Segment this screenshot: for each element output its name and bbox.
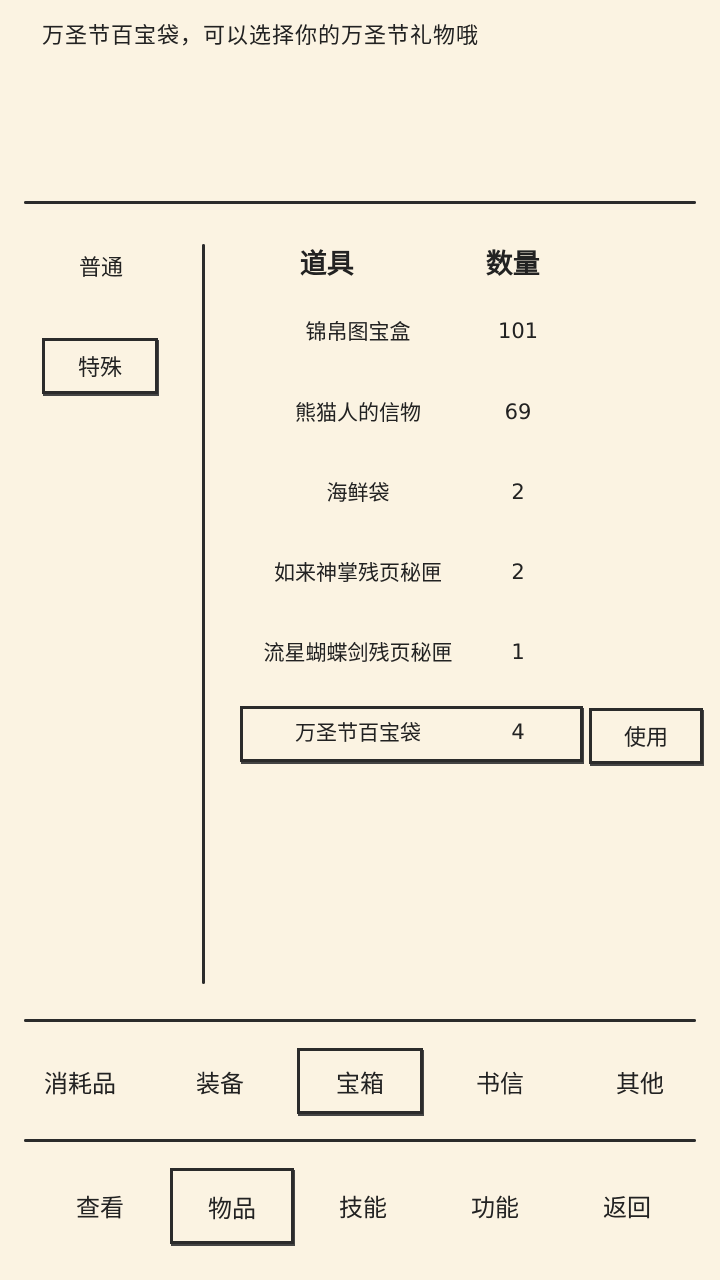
item-description: 万圣节百宝袋，可以选择你的万圣节礼物哦 [42,24,480,49]
item-quantity: 1 [511,640,525,664]
tab-letters[interactable]: 书信 [476,1069,524,1098]
category-normal[interactable]: 普通 [78,256,123,281]
item-name: 海鲜袋 [326,481,390,505]
use-button[interactable]: 使用 [589,708,703,764]
vertical-divider [202,244,205,984]
item-quantity: 101 [497,319,539,343]
item-name: 流星蝴蝶剑残页秘匣 [263,641,453,665]
nav-back[interactable]: 返回 [603,1193,651,1222]
item-name: 如来神掌残页秘匣 [274,561,442,585]
tab-treasure-chest[interactable]: 宝箱 [297,1048,423,1114]
tab-consumables[interactable]: 消耗品 [44,1069,116,1098]
nav-items[interactable]: 物品 [170,1168,294,1244]
item-name: 熊猫人的信物 [295,401,421,425]
item-name: 锦帛图宝盒 [305,320,411,344]
tabs-top-divider [24,1019,696,1022]
item-quantity: 4 [511,720,525,744]
nav-view[interactable]: 查看 [76,1193,124,1222]
top-divider [24,201,696,204]
item-quantity: 69 [504,400,532,424]
nav-skills[interactable]: 技能 [339,1193,387,1222]
tab-other[interactable]: 其他 [616,1069,664,1098]
nav-top-divider [24,1139,696,1142]
column-header-item: 道具 [300,249,354,280]
category-special[interactable]: 特殊 [42,338,158,394]
item-name: 万圣节百宝袋 [295,721,421,745]
tab-equipment[interactable]: 装备 [196,1069,244,1098]
column-header-quantity: 数量 [486,249,540,280]
table-row-selected[interactable] [240,706,583,762]
nav-functions[interactable]: 功能 [471,1193,519,1222]
item-quantity: 2 [511,480,525,504]
item-quantity: 2 [511,560,525,584]
